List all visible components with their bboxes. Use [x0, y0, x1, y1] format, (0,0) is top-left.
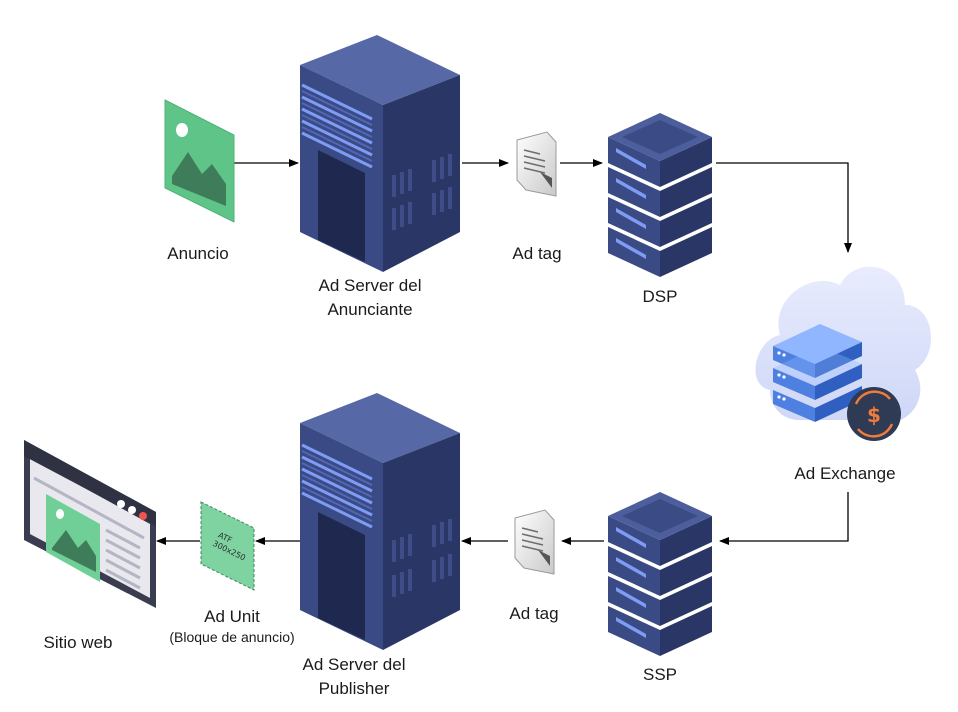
server-layer-light [616, 527, 646, 548]
arrow-dsp-to-adexchange [716, 162, 852, 253]
server-layer-right [660, 606, 712, 656]
arrow-adexchange-to-ssp [719, 492, 849, 545]
server-layer-light [616, 148, 646, 169]
label-ad-tag-top: Ad tag [512, 244, 562, 263]
label-ad-tag-bottom: Ad tag [509, 604, 559, 623]
server-layer-right [660, 167, 712, 217]
server-layer-light [616, 238, 646, 259]
label-ssp: SSP [642, 665, 678, 684]
document-icon [516, 131, 557, 197]
server-top-inner [622, 120, 698, 154]
label-ad-unit: Ad Unit [204, 607, 260, 626]
server-layer-right [660, 516, 712, 566]
label-anuncio: Anuncio [167, 244, 229, 263]
server-tower-icon [300, 393, 460, 650]
server-layer-right [660, 576, 712, 626]
server-layer-light [616, 208, 646, 229]
server-tower-icon [300, 35, 460, 272]
document-icon [514, 509, 555, 575]
label-dsp: DSP [642, 287, 678, 306]
ad-slot-icon: ATF 300x250 [200, 501, 255, 591]
label-ad-server-anunciante-line1: Ad Server del [318, 276, 422, 295]
server-layer-light [616, 587, 646, 608]
browser-window-icon [24, 440, 156, 608]
server-stack-icon [608, 113, 712, 277]
label-ad-unit-sub: (Bloque de anuncio) [169, 629, 295, 645]
label-ad-exchange: Ad Exchange [794, 464, 896, 483]
server-layer-right [660, 227, 712, 277]
cloud-exchange-icon: $ [755, 266, 932, 441]
server-layer-right [660, 197, 712, 247]
label-ad-server-publisher-line2: Publisher [318, 679, 390, 698]
server-layer-right [660, 137, 712, 187]
svg-text:$: $ [867, 403, 881, 427]
connectors [156, 159, 852, 545]
server-layer-right [660, 546, 712, 596]
label-ad-server-anunciante-line2: Anunciante [327, 300, 413, 319]
server-stack-icon [608, 492, 712, 656]
label-ad-server-publisher-line1: Ad Server del [302, 655, 406, 674]
image-icon [164, 99, 235, 223]
server-layer-light [616, 617, 646, 638]
label-sitio-web: Sitio web [43, 633, 113, 652]
server-top-inner [622, 499, 698, 533]
server-layer-light [616, 178, 646, 199]
server-layer-light [616, 557, 646, 578]
